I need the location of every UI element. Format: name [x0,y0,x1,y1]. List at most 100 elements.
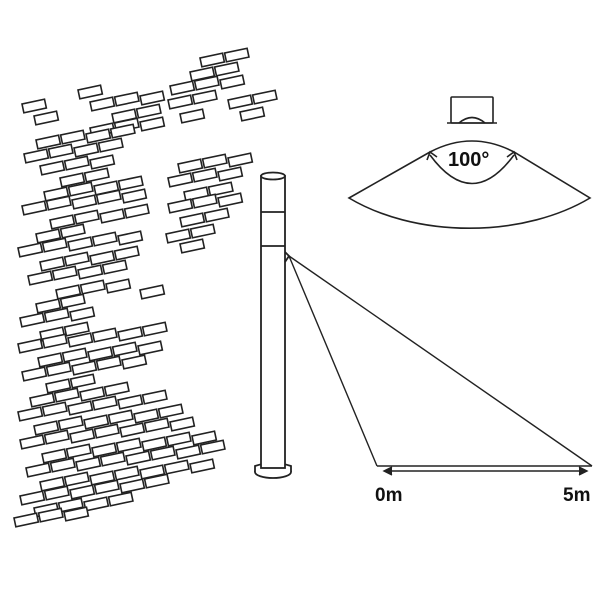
brick [73,142,100,158]
brick [71,360,98,376]
brick [121,354,148,370]
brick [59,293,86,309]
brick [217,192,244,208]
brick [113,91,140,107]
angle-arc [429,154,515,185]
brick [175,444,202,460]
bollard-lamp-icon [254,171,292,479]
brick [73,209,100,225]
brick [43,485,70,501]
brick [67,181,94,197]
brick [23,148,50,164]
brick [17,242,44,258]
brick [193,75,220,91]
brick [41,401,68,417]
brick [103,381,130,397]
brick [29,392,56,408]
brick [93,423,120,439]
brick [179,108,206,124]
brick [189,223,216,239]
angle-arrow-left [426,150,438,161]
brick [101,259,128,275]
brick [79,279,106,295]
brick [79,386,106,402]
brick [59,172,86,188]
brick [125,450,152,466]
brick [45,378,72,394]
brick [41,448,68,464]
brick [49,457,76,473]
brick [91,395,118,411]
brick [117,230,144,246]
brick [251,89,278,105]
brick [87,346,114,362]
brick [239,106,266,122]
brick [83,496,110,512]
brick [17,338,44,354]
brick [93,479,120,495]
brick [43,429,70,445]
brick [119,422,146,438]
brick [179,212,206,228]
brick [83,414,110,430]
brick [167,172,194,188]
brick [39,160,66,176]
brick [65,443,92,459]
brick [19,434,46,450]
brick [77,264,104,280]
brick [45,361,72,377]
brick [63,506,90,522]
brick [95,355,122,371]
brick [69,306,96,322]
brick [89,96,116,112]
lamp-pole [260,175,286,469]
brick [167,94,194,110]
brick [165,431,192,447]
brick [63,471,90,487]
brick [139,284,166,300]
brick [141,436,168,452]
brick [21,98,48,114]
range-arrow-left-head [382,466,393,476]
brick [189,458,216,474]
brick [63,251,90,267]
brick [91,231,118,247]
detection-lower-ray [288,255,378,467]
brick [37,352,64,368]
range-start-label: 0m [375,485,403,506]
brick [97,137,124,153]
brick [19,490,46,506]
brick [227,152,254,168]
brick [223,47,250,63]
brick [35,228,62,244]
brick [107,491,134,507]
detection-upper-ray [288,255,593,467]
brick [35,134,62,150]
brick [149,445,176,461]
brick [35,298,62,314]
brick [119,478,146,494]
brick [51,265,78,281]
brick [191,193,218,209]
brick [21,366,48,382]
brick [133,408,160,424]
brick [45,195,72,211]
brick-wall-icon [13,47,278,528]
brick [41,237,68,253]
detection-fan [347,140,592,229]
brick [143,417,170,433]
brick [213,61,240,77]
detection-range-top-view [347,96,592,229]
brick [27,270,54,286]
brick [21,200,48,216]
detection-range-side-view [288,255,593,476]
brick [123,203,150,219]
range-arrow-right-head [578,466,589,476]
brick [111,341,138,357]
brick [71,194,98,210]
brick [169,416,196,432]
brick [33,420,60,436]
brick [39,256,66,272]
brick [169,80,196,96]
